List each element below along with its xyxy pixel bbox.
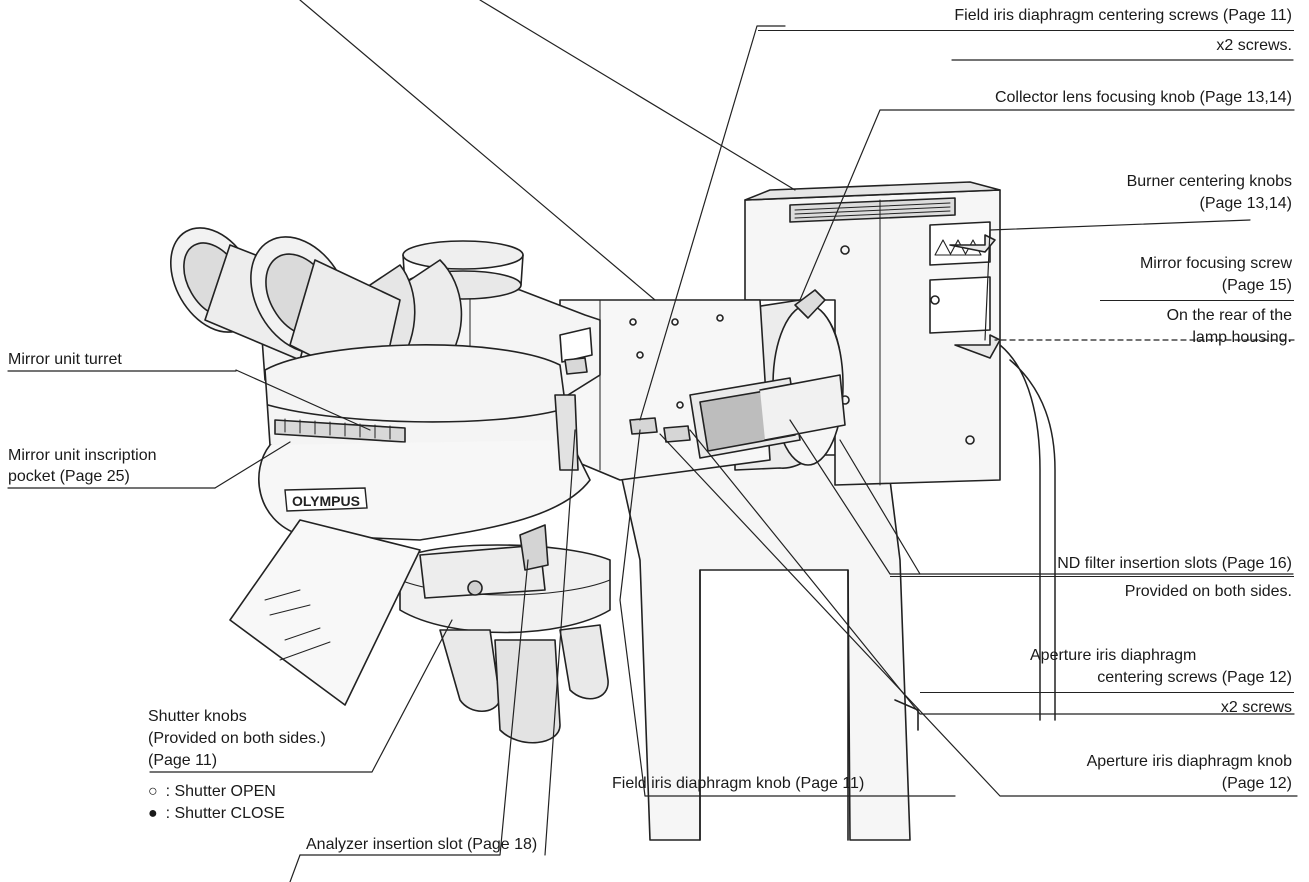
divider bbox=[758, 30, 1294, 31]
label-mirror-inscription-2: pocket (Page 25) bbox=[8, 468, 130, 485]
label-shutter-close: ● : Shutter CLOSE bbox=[148, 804, 285, 824]
shutter-close-icon: ● bbox=[148, 805, 158, 822]
shutter-open-text: : Shutter OPEN bbox=[165, 783, 276, 800]
shutter-close-text: : Shutter CLOSE bbox=[165, 805, 285, 822]
label-mirror-focusing-1: Mirror focusing screw bbox=[1139, 255, 1292, 272]
label-nd-filter: ND filter insertion slots (Page 16) bbox=[1057, 555, 1292, 572]
label-shutter-2: (Provided on both sides.) bbox=[148, 730, 326, 747]
leader-lines bbox=[7, 0, 1298, 882]
label-shutter-3: (Page 11) bbox=[148, 752, 218, 769]
label-mirror-turret: Mirror unit turret bbox=[8, 351, 122, 368]
glass-plate bbox=[229, 519, 421, 706]
label-field-iris-centering: Field iris diaphragm centering screws (P… bbox=[954, 7, 1292, 24]
label-aperture-centering-1: Aperture iris diaphragm bbox=[1030, 647, 1197, 664]
label-burner-centering-2: (Page 13,14) bbox=[1199, 195, 1292, 212]
label-mirror-inscription-1: Mirror unit inscription bbox=[8, 447, 157, 464]
label-aperture-knob-2: (Page 12) bbox=[1221, 775, 1292, 792]
nd-filter-sliders bbox=[689, 374, 846, 459]
lamp-housing bbox=[744, 181, 1056, 721]
divider bbox=[1100, 300, 1294, 301]
label-nd-filter-note: Provided on both sides. bbox=[1124, 583, 1292, 600]
mirror-unit-turret bbox=[258, 344, 591, 541]
label-mirror-focusing-note-2: lamp housing. bbox=[1192, 329, 1292, 346]
divider bbox=[890, 576, 1294, 577]
svg-text:OLYMPUS: OLYMPUS bbox=[292, 493, 360, 509]
label-field-iris-centering-note: x2 screws. bbox=[1216, 37, 1292, 54]
divider bbox=[920, 692, 1294, 693]
label-shutter-open: ○ : Shutter OPEN bbox=[148, 782, 276, 802]
label-aperture-centering-note: x2 screws bbox=[1220, 699, 1292, 716]
label-mirror-focusing-2: (Page 15) bbox=[1221, 277, 1292, 294]
label-shutter-1: Shutter knobs bbox=[148, 708, 247, 725]
label-collector-lens: Collector lens focusing knob (Page 13,14… bbox=[994, 89, 1292, 106]
olympus-logo: OLYMPUS bbox=[284, 487, 368, 512]
revolving-nosepiece bbox=[399, 524, 611, 744]
label-aperture-knob-1: Aperture iris diaphragm knob bbox=[1086, 753, 1292, 770]
label-burner-centering-1: Burner centering knobs bbox=[1126, 173, 1292, 190]
label-analyzer-slot: Analyzer insertion slot (Page 18) bbox=[306, 836, 538, 853]
label-mirror-focusing-note-1: On the rear of the bbox=[1166, 307, 1292, 324]
shutter-open-icon: ○ bbox=[148, 783, 158, 800]
label-aperture-centering-2: centering screws (Page 12) bbox=[1097, 669, 1292, 686]
label-field-iris-knob: Field iris diaphragm knob (Page 11) bbox=[612, 775, 865, 792]
